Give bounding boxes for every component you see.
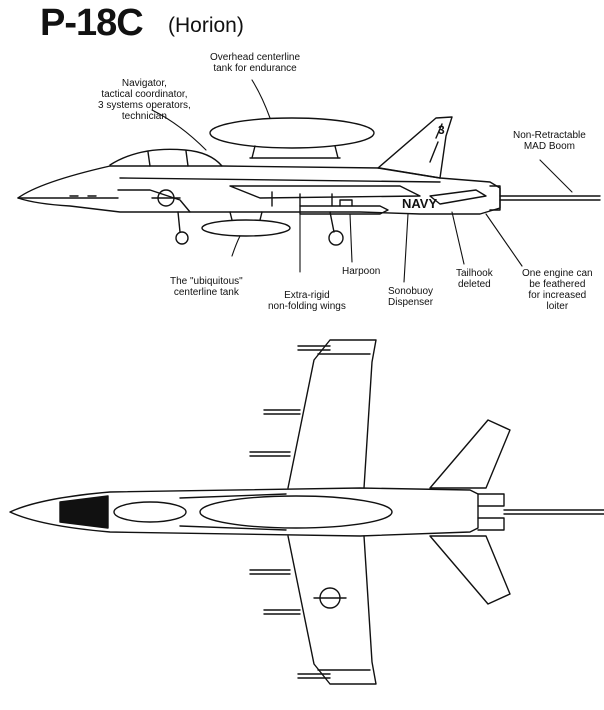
callout-sonobuoy: Sonobuoy Dispenser [388, 286, 434, 308]
top-exhausts [477, 493, 505, 531]
callout-overhead-tank: Overhead centerline tank for endurance [210, 52, 301, 74]
top-mad-boom [503, 509, 604, 515]
callout-crew: Navigator, tactical coordinator, 3 syste… [98, 78, 191, 122]
callout-mad-boom: Non-Retractable MAD Boom [513, 130, 586, 152]
side-mad-boom [499, 195, 601, 201]
page-subtitle: (Horion) [168, 14, 244, 37]
side-roundel [151, 189, 181, 207]
side-navy-marking: NAVY [402, 196, 437, 211]
top-upper-stabilator [429, 419, 511, 489]
top-overhead-tank [199, 495, 393, 529]
page-title: P-18C [40, 2, 144, 44]
side-view-aircraft [17, 116, 601, 246]
callout-engine: One engine can be feathered for increase… [522, 268, 593, 312]
side-canopy [109, 148, 223, 167]
callout-tailhook: Tailhook deleted [456, 268, 493, 290]
callout-wings: Extra-rigid non-folding wings [268, 290, 346, 312]
top-upper-wing [287, 339, 377, 489]
top-canopy [113, 501, 187, 523]
side-centerline-tank [201, 219, 291, 237]
side-main-gear [328, 211, 344, 246]
side-wing [229, 185, 421, 199]
top-fuselage [9, 487, 479, 537]
side-tail-number: 3 [438, 123, 445, 137]
callout-centerline-tank: The "ubiquitous" centerline tank [170, 276, 243, 298]
top-roundel [313, 587, 347, 609]
callout-leaders [151, 79, 573, 283]
side-harpoon [299, 205, 389, 215]
top-view-aircraft [9, 339, 604, 685]
top-lower-wing [287, 535, 377, 685]
side-nose-gear [175, 211, 189, 245]
top-nose-radome [59, 495, 109, 529]
top-lower-stabilator [429, 535, 511, 605]
overhead-tank [209, 117, 375, 149]
callout-harpoon: Harpoon [342, 266, 381, 277]
